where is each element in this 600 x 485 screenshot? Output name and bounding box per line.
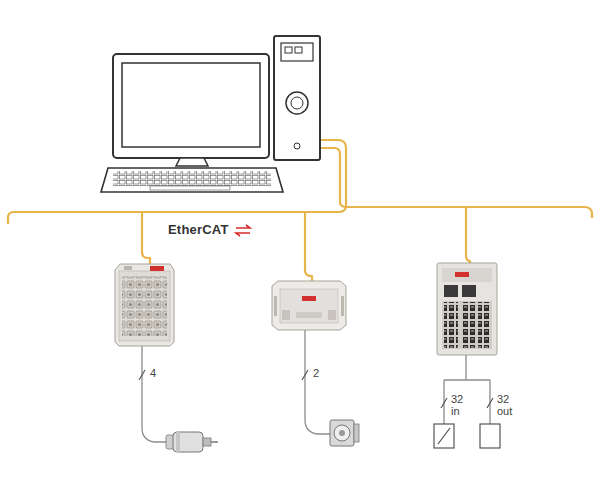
drive-module-middle <box>272 281 346 330</box>
computer <box>101 36 320 192</box>
io-symbols <box>434 424 500 448</box>
io-module-right <box>437 263 497 355</box>
wire-count: 4 <box>150 367 156 379</box>
wire-count: 2 <box>313 367 319 379</box>
dc-motor <box>166 432 218 452</box>
servo-motor <box>330 420 359 446</box>
ethercat-bus <box>8 140 592 284</box>
io-count: 32 in <box>451 393 471 417</box>
io-count: 32 out <box>497 393 517 417</box>
logo-arrows <box>236 225 250 236</box>
io-module-left <box>115 264 174 346</box>
bus-logo: EtherCAT <box>168 223 229 237</box>
